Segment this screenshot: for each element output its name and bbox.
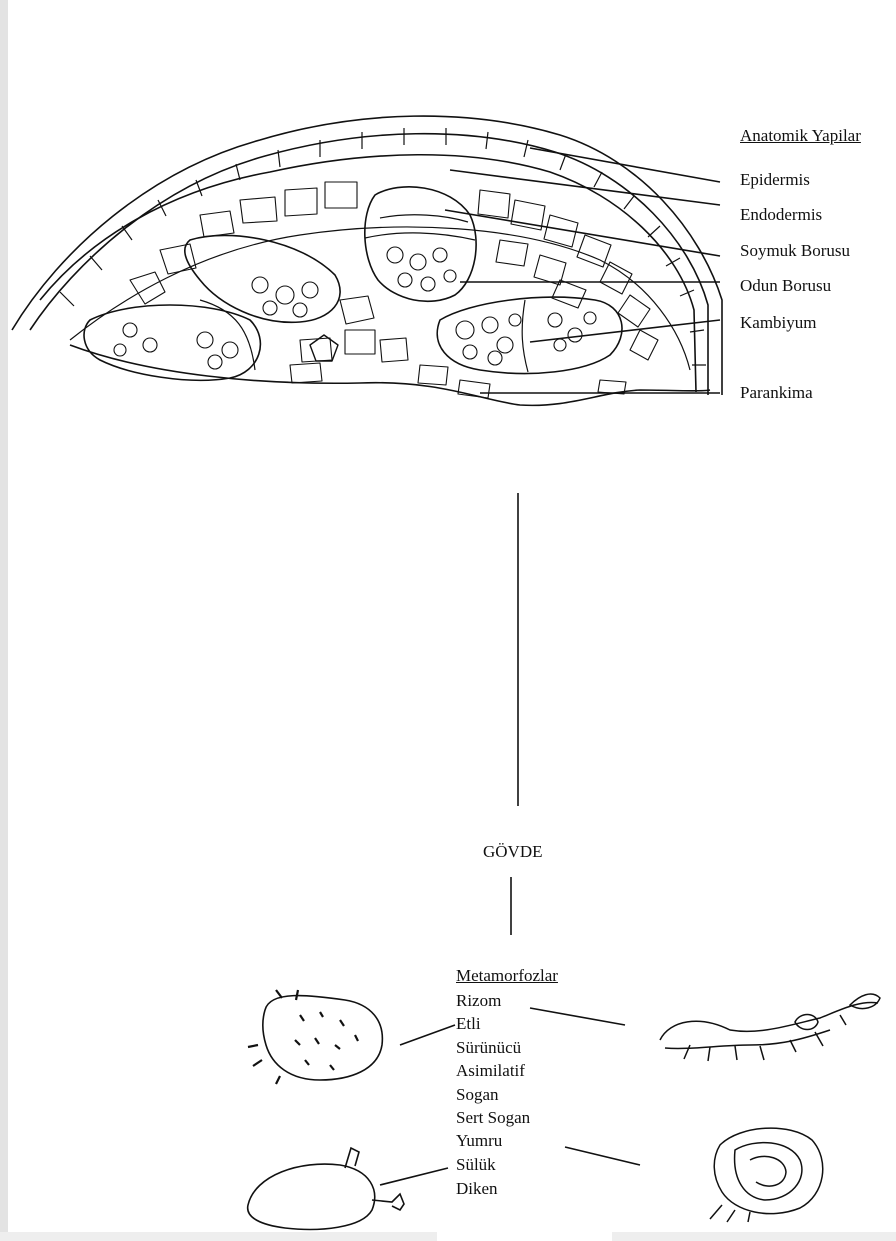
metamorphoses-title: Metamorfozlar <box>456 966 558 986</box>
meta-item-surunucu: Sürünücü <box>456 1038 521 1058</box>
meta-item-asimilatif: Asimilatif <box>456 1061 525 1081</box>
center-label-govde: GÖVDE <box>483 842 543 862</box>
meta-item-sogan: Sogan <box>456 1085 499 1105</box>
yumru-sketch <box>248 1148 404 1229</box>
etli-sketch <box>248 990 382 1084</box>
label-parankima: Parankima <box>740 383 813 403</box>
meta-item-sert-sogan: Sert Sogan <box>456 1108 530 1128</box>
label-kambiyum: Kambiyum <box>740 313 817 333</box>
sert-sogan-sketch <box>710 1128 823 1222</box>
leader-epidermis <box>530 148 720 182</box>
leader-yumru <box>380 1168 448 1185</box>
leader-etli <box>400 1025 455 1045</box>
meta-item-yumru: Yumru <box>456 1131 502 1151</box>
epidermis-cells <box>60 128 706 365</box>
leader-rizom <box>530 1008 625 1025</box>
leader-soymuk-borusu <box>445 210 720 256</box>
label-endodermis: Endodermis <box>740 205 822 225</box>
rizom-sketch <box>660 994 880 1061</box>
label-odun-borusu: Odun Borusu <box>740 276 831 296</box>
meta-item-rizom: Rizom <box>456 991 501 1011</box>
label-soymuk-borusu: Soymuk Borusu <box>740 241 850 261</box>
metamorphosis-leader-lines <box>380 1008 640 1185</box>
vascular-bundles <box>84 187 622 380</box>
leader-sert-sogan <box>565 1147 640 1165</box>
meta-item-etli: Etli <box>456 1014 481 1034</box>
anatomy-title: Anatomik Yapilar <box>740 126 861 146</box>
leader-kambiyum <box>530 320 720 342</box>
meta-item-suluk: Sülük <box>456 1155 496 1175</box>
stem-cross-section-drawing <box>12 116 722 405</box>
meta-item-diken: Diken <box>456 1179 498 1199</box>
label-epidermis: Epidermis <box>740 170 810 190</box>
